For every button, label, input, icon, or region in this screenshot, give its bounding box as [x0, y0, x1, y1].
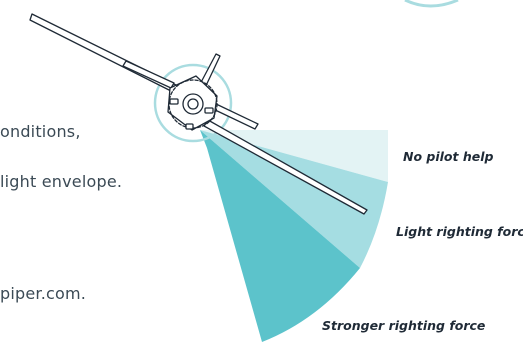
right-wing [203, 119, 368, 215]
spinner-inner [187, 98, 199, 110]
zone-wedge-light-righting-force [200, 130, 388, 268]
hub-ring [153, 63, 233, 143]
zone-wedge-stronger-righting-force [200, 130, 360, 342]
zone-label-stronger-righting-force: Stronger righting force [322, 318, 486, 333]
zone-label-light-righting-force: Light righting force [396, 224, 523, 239]
nose-gear [185, 123, 194, 130]
right-gear [204, 107, 214, 114]
left-stabilizer [122, 60, 175, 89]
body-text-line-2: light envelope. [0, 172, 123, 191]
body-text-line-3: piper.com. [0, 284, 87, 303]
left-gear [169, 98, 179, 105]
body-text-line-1: onditions, [0, 122, 81, 141]
top-right-arc [404, 0, 459, 8]
zone-label-no-pilot-help: No pilot help [403, 149, 494, 164]
aircraft-icon [29, 13, 368, 215]
